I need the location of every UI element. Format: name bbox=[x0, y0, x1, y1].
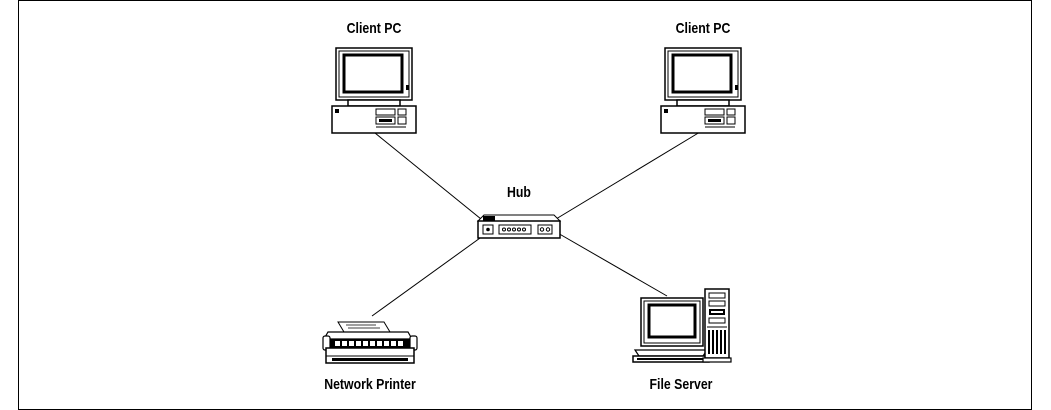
connections bbox=[371, 131, 701, 317]
network-printer-label: Network Printer bbox=[324, 376, 416, 393]
client-pc-left-label: Client PC bbox=[346, 20, 402, 37]
link-server-hub bbox=[555, 231, 668, 297]
client-pc-left-icon bbox=[331, 47, 417, 134]
printer-icon bbox=[322, 321, 418, 364]
file-server-label: File Server bbox=[649, 376, 713, 393]
file-server-icon bbox=[632, 288, 732, 363]
link-printer-hub bbox=[371, 232, 488, 317]
client-pc-right-label: Client PC bbox=[675, 20, 731, 37]
link-client-left-hub bbox=[374, 132, 482, 220]
link-client-right-hub bbox=[555, 131, 701, 220]
hub-label: Hub bbox=[507, 184, 531, 201]
diagram-frame bbox=[18, 0, 1032, 410]
hub-icon bbox=[476, 214, 562, 239]
client-pc-right-icon bbox=[660, 47, 746, 134]
